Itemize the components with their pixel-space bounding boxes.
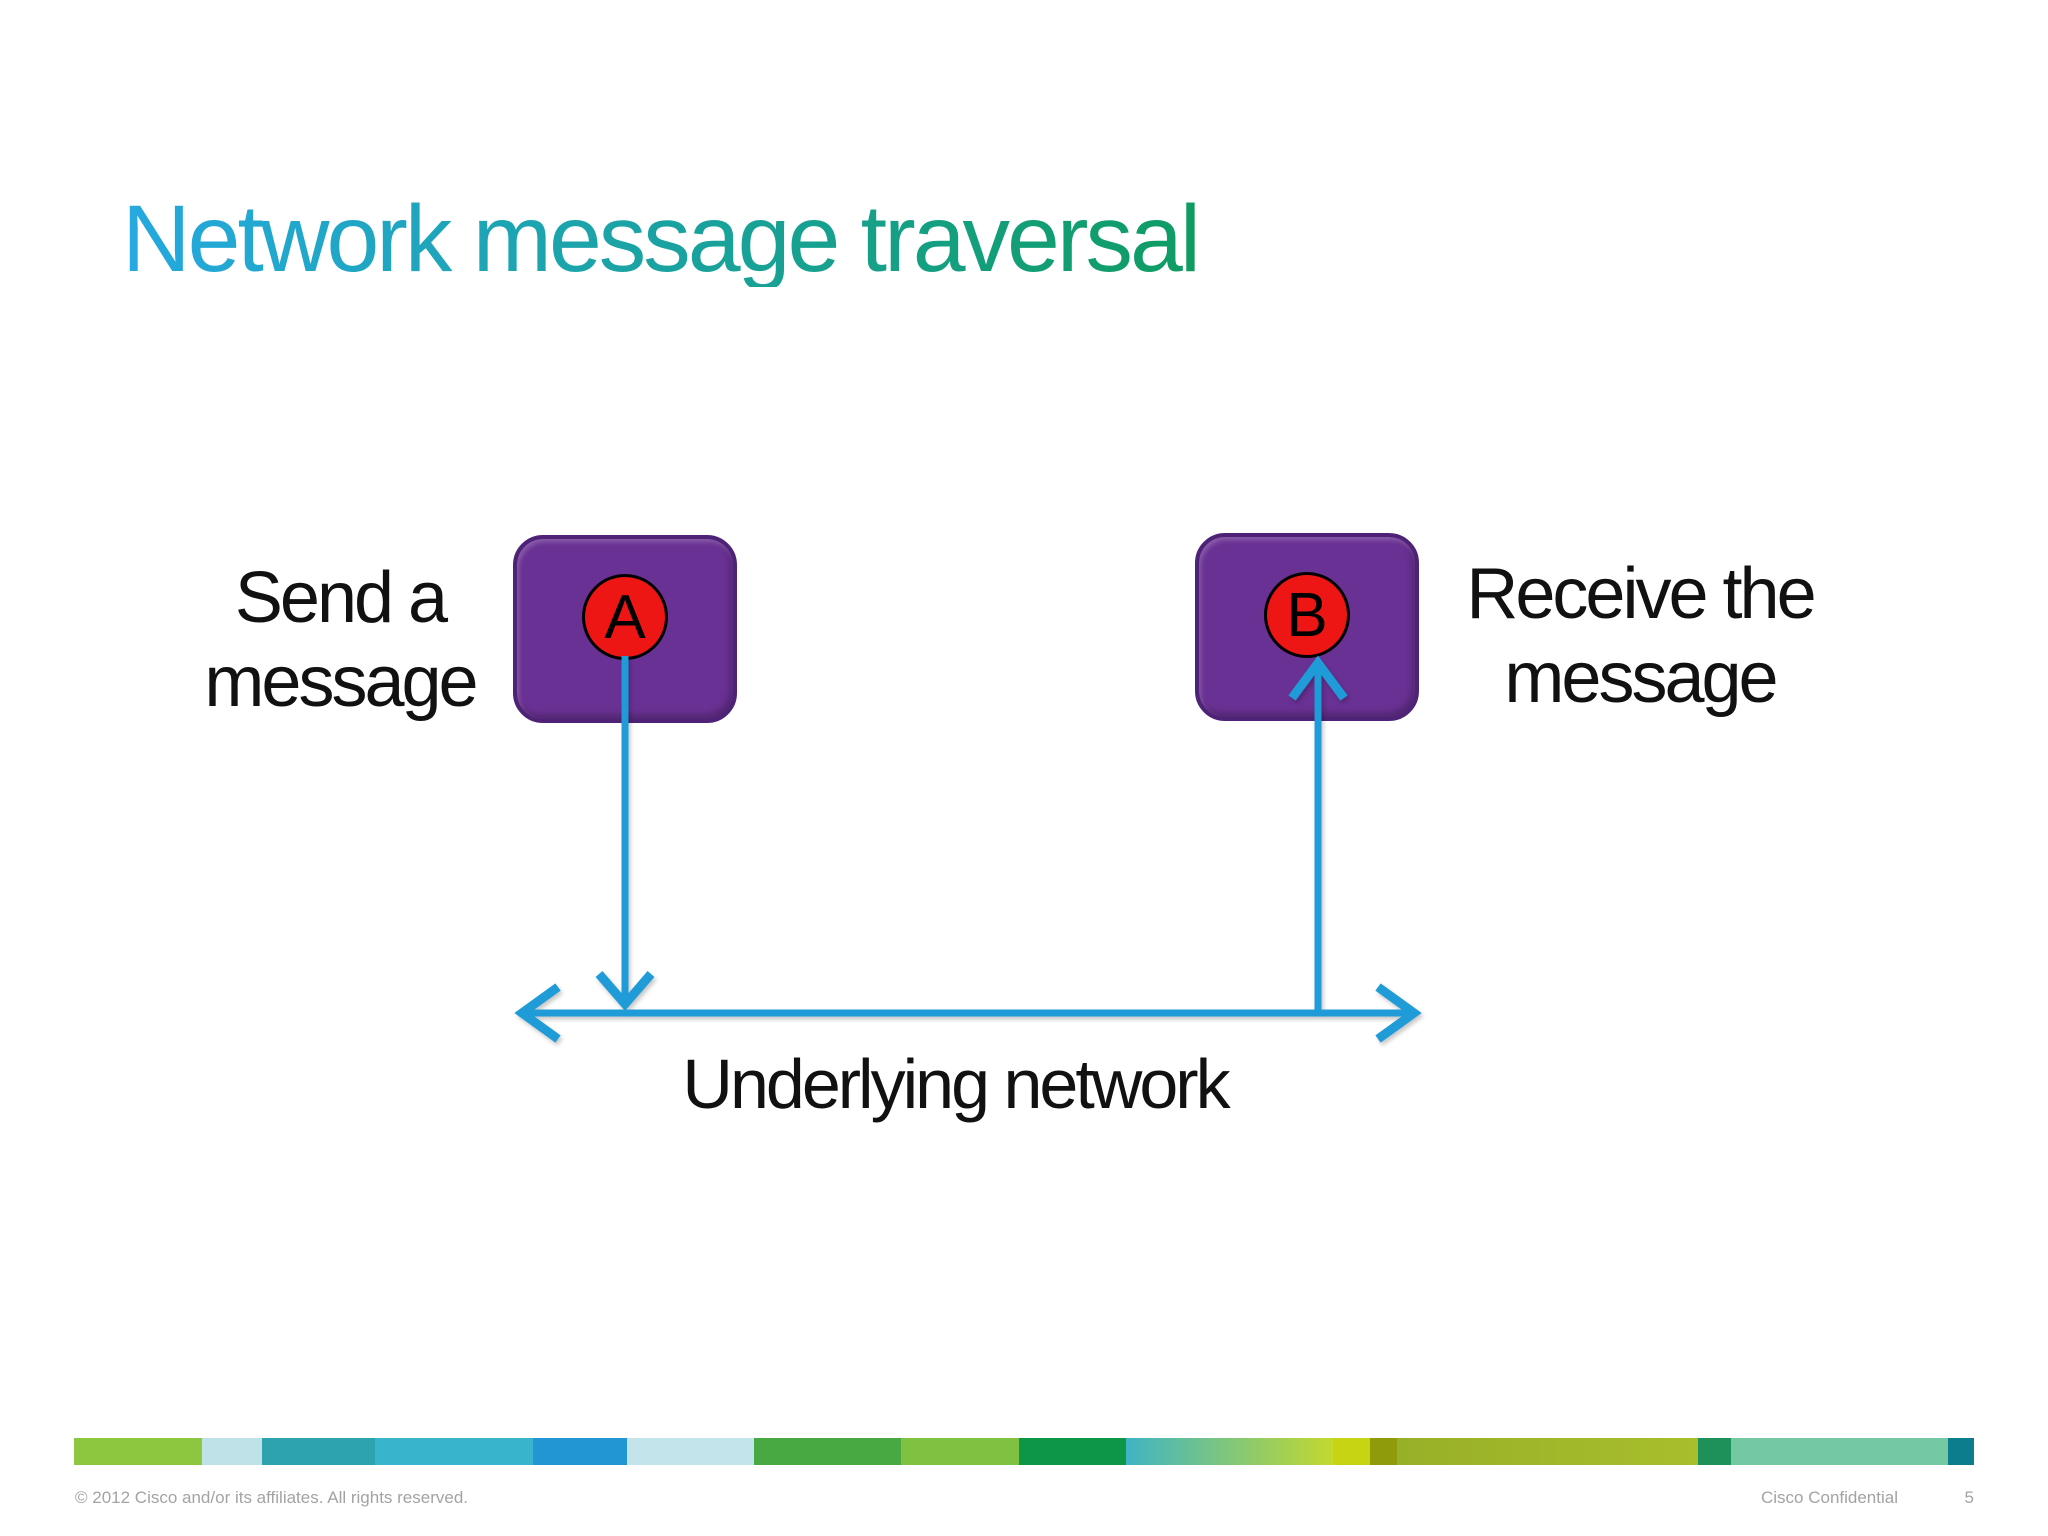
node-badge-a: A <box>582 574 668 660</box>
color-bar-segment <box>375 1438 533 1465</box>
color-bar-segment <box>1698 1438 1731 1465</box>
send-message-label-line1: Send a <box>234 558 448 638</box>
underlying-network-arrow-left-head-icon <box>514 983 561 1043</box>
color-bar-segment <box>1948 1438 1974 1465</box>
color-bar-segment <box>1397 1438 1698 1465</box>
node-box-a: A <box>513 535 737 723</box>
color-bar-segment <box>533 1438 627 1465</box>
color-bar-segment <box>1333 1438 1370 1465</box>
color-bar-segment <box>754 1438 901 1465</box>
color-bar-segment <box>262 1438 375 1465</box>
footer-page-number: 5 <box>1964 1488 1974 1507</box>
color-bar-segment <box>1019 1438 1126 1465</box>
receive-message-label-line2: message <box>1504 638 1778 718</box>
color-bar-segment <box>1370 1438 1397 1465</box>
footer-copyright: © 2012 Cisco and/or its affiliates. All … <box>75 1488 469 1507</box>
underlying-network-label: Underlying network <box>682 1045 1230 1123</box>
slide-title: Network message traversal <box>122 186 1201 292</box>
underlying-network-arrow-right-head-icon <box>1375 983 1422 1043</box>
receive-message-label-line1: Receive the <box>1466 554 1816 634</box>
node-badge-b: B <box>1264 572 1350 658</box>
arrow-a-to-network-head-icon <box>595 971 655 1011</box>
receive-message-label: Receive the message <box>1438 552 1842 720</box>
color-bar-segment <box>74 1438 202 1465</box>
color-bar-segment <box>627 1438 754 1465</box>
footer-color-bar <box>74 1438 1974 1465</box>
send-message-label-line2: message <box>204 642 478 722</box>
color-bar-segment <box>1126 1438 1333 1465</box>
send-message-label: Send a message <box>150 556 530 724</box>
footer-confidential-label: Cisco Confidential <box>1760 1488 1898 1507</box>
color-bar-segment <box>202 1438 262 1465</box>
color-bar-segment <box>1731 1438 1948 1465</box>
node-box-b: B <box>1195 533 1419 721</box>
color-bar-segment <box>901 1438 1019 1465</box>
